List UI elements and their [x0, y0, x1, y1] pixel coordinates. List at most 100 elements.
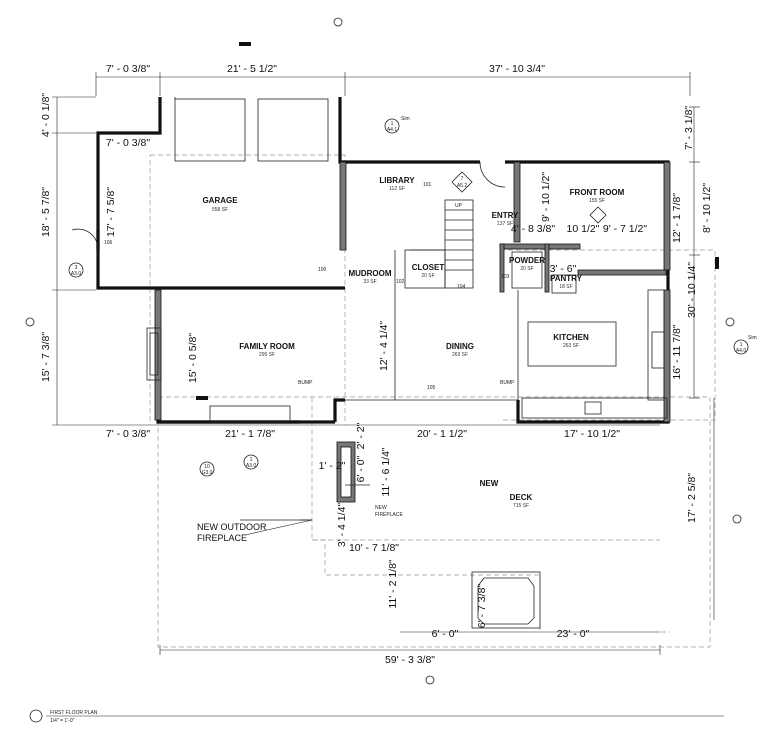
door-tag: 106 — [104, 240, 113, 246]
section-marker-icon — [733, 339, 749, 355]
grid-marker-icon — [333, 17, 343, 27]
room-deck-line2: DECK — [510, 493, 533, 502]
dim-top-2: 21' - 5 1/2" — [227, 63, 277, 75]
dim-left-3: 15' - 7 3/8" — [40, 332, 52, 382]
dim-tub-off2: 23' - 0" — [557, 628, 590, 640]
sheet-title: FIRST FLOOR PLAN — [50, 710, 98, 716]
svg-text:10: 10 — [204, 464, 210, 470]
svg-text:A4.1: A4.1 — [387, 127, 398, 133]
area-deck: 715 SF — [513, 503, 529, 509]
area-mudroom: 33 SF — [363, 279, 376, 285]
svg-text:1: 1 — [740, 342, 743, 348]
dim-fp-off2: 3' - 4 1/4" — [336, 503, 348, 548]
room-mudroom: MUDROOM — [348, 269, 391, 278]
area-powder: 20 SF — [520, 266, 533, 272]
grid-marker-icon — [425, 675, 435, 685]
note-outdoor-fireplace-2: FIREPLACE — [197, 533, 247, 543]
svg-text:7: 7 — [461, 176, 464, 182]
note-bump-right: BUMP — [500, 380, 515, 386]
door-tag: 104 — [457, 284, 466, 290]
elevation-marker-icon — [243, 454, 259, 470]
room-deck-line1: NEW — [480, 479, 499, 488]
dim-right-2: 8' - 10 1/2" — [701, 183, 713, 233]
dim-left-1: 4' - 0 1/8" — [40, 93, 52, 138]
dim-garage-h: 17' - 7 5/8" — [105, 187, 117, 237]
elevation-marker-icon — [68, 262, 84, 278]
area-dining: 263 SF — [452, 352, 468, 358]
note-new-fireplace-2: FIREPLACE — [375, 512, 403, 518]
section-markers: 1 A4.1 Sim 7 A5.2 3 A3.0 1 A3.0 10 G3.0 … — [25, 17, 757, 685]
dim-top-3: 37' - 10 3/4" — [489, 63, 545, 75]
door-tag: 103 — [501, 274, 510, 280]
area-pantry: 18 SF — [559, 284, 572, 290]
dim-right-4: 17' - 2 5/8" — [686, 473, 698, 523]
dim-right-1: 7' - 3 1/8" — [683, 106, 695, 151]
dim-left-2: 18' - 5 7/8" — [40, 187, 52, 237]
room-powder: POWDER — [509, 256, 545, 265]
note-outdoor-fireplace-1: NEW OUTDOOR — [197, 522, 267, 532]
dim-entry-w1: 4' - 8 3/8" — [511, 223, 556, 235]
room-dining: DINING — [446, 342, 474, 351]
area-family-room: 295 SF — [259, 352, 275, 358]
dim-kitchen-h: 16' - 11 7/8" — [671, 324, 683, 379]
door-tags: 106 100 101 102 104 103 105 — [104, 182, 510, 391]
room-library: LIBRARY — [379, 176, 415, 185]
door-tag: 102 — [396, 279, 405, 285]
title-marker-icon — [29, 709, 43, 723]
svg-text:A4.0: A4.0 — [736, 348, 747, 354]
grid-marker-icon — [732, 514, 742, 524]
svg-text:1: 1 — [391, 121, 394, 127]
svg-text:3: 3 — [75, 265, 78, 271]
svg-text:A3.0: A3.0 — [71, 271, 82, 277]
exterior-walls — [71, 97, 671, 629]
grid-marker-icon — [25, 317, 35, 327]
room-pantry: PANTRY — [550, 274, 583, 283]
dim-overall: 59' - 3 3/8" — [385, 654, 435, 666]
area-entry: 137 SF — [497, 221, 513, 227]
dim-tub-h: 6' - 7 3/8" — [476, 584, 488, 629]
svg-text:A3.0: A3.0 — [246, 463, 257, 469]
dim-tub-off: 6' - 0" — [432, 628, 459, 640]
svg-text:Sim: Sim — [748, 335, 757, 341]
note-new-fireplace-1: NEW — [375, 505, 387, 511]
area-garage: 558 SF — [212, 207, 228, 213]
room-front-room: FRONT ROOM — [570, 188, 625, 197]
room-garage: GARAGE — [202, 196, 238, 205]
notes: BUMP BUMP UP NEW OUTDOOR FIREPLACE NEW F… — [197, 203, 515, 543]
dim-library-h: 9' - 10 1/2" — [540, 172, 552, 222]
dim-bottom-4: 17' - 10 1/2" — [564, 428, 620, 440]
dim-fp-w: 1' - 2" — [319, 460, 346, 472]
room-family-room: FAMILY ROOM — [239, 342, 295, 351]
area-front-room: 155 SF — [589, 198, 605, 204]
deck-outline — [149, 154, 716, 648]
door-tag: 101 — [423, 182, 432, 188]
svg-text:G3.0: G3.0 — [202, 470, 213, 476]
area-library: 112 SF — [389, 186, 405, 192]
svg-text:1: 1 — [250, 457, 253, 463]
door-tag: 105 — [427, 385, 436, 391]
note-up: UP — [455, 203, 463, 209]
sheet-scale: 1/4" = 1'-0" — [50, 718, 75, 724]
dim-front-h: 12' - 1 7/8" — [671, 193, 683, 243]
area-kitchen: 263 SF — [563, 343, 579, 349]
room-closet: CLOSET — [412, 263, 445, 272]
section-marker-icon — [384, 118, 400, 134]
dim-dining-h: 12' - 4 1/4" — [378, 321, 390, 371]
dim-garage-w: 7' - 0 3/8" — [106, 137, 151, 149]
dim-bottom-1: 7' - 0 3/8" — [106, 428, 151, 440]
dim-bottom-2: 21' - 1 7/8" — [225, 428, 275, 440]
dim-fp-off: 11' - 6 1/4" — [380, 447, 392, 497]
section-marker-icon — [589, 206, 607, 224]
dim-right-3: 30' - 10 1/4" — [686, 262, 698, 318]
dim-deck-10: 10' - 7 1/8" — [349, 542, 399, 554]
svg-text:A5.2: A5.2 — [457, 183, 468, 189]
room-labels: GARAGE 558 SF LIBRARY 112 SF FRONT ROOM … — [202, 176, 624, 509]
detail-marker-icon — [199, 461, 215, 477]
dim-front-w: 9' - 7 1/2" — [603, 223, 648, 235]
title-block: FIRST FLOOR PLAN 1/4" = 1'-0" — [29, 709, 724, 724]
svg-text:Sim: Sim — [401, 116, 410, 122]
room-entry: ENTRY — [492, 211, 519, 220]
dimension-text: 7' - 0 3/8" 21' - 5 1/2" 37' - 10 3/4" 7… — [40, 63, 713, 666]
dim-deck-11: 11' - 2 1/8" — [387, 559, 399, 609]
